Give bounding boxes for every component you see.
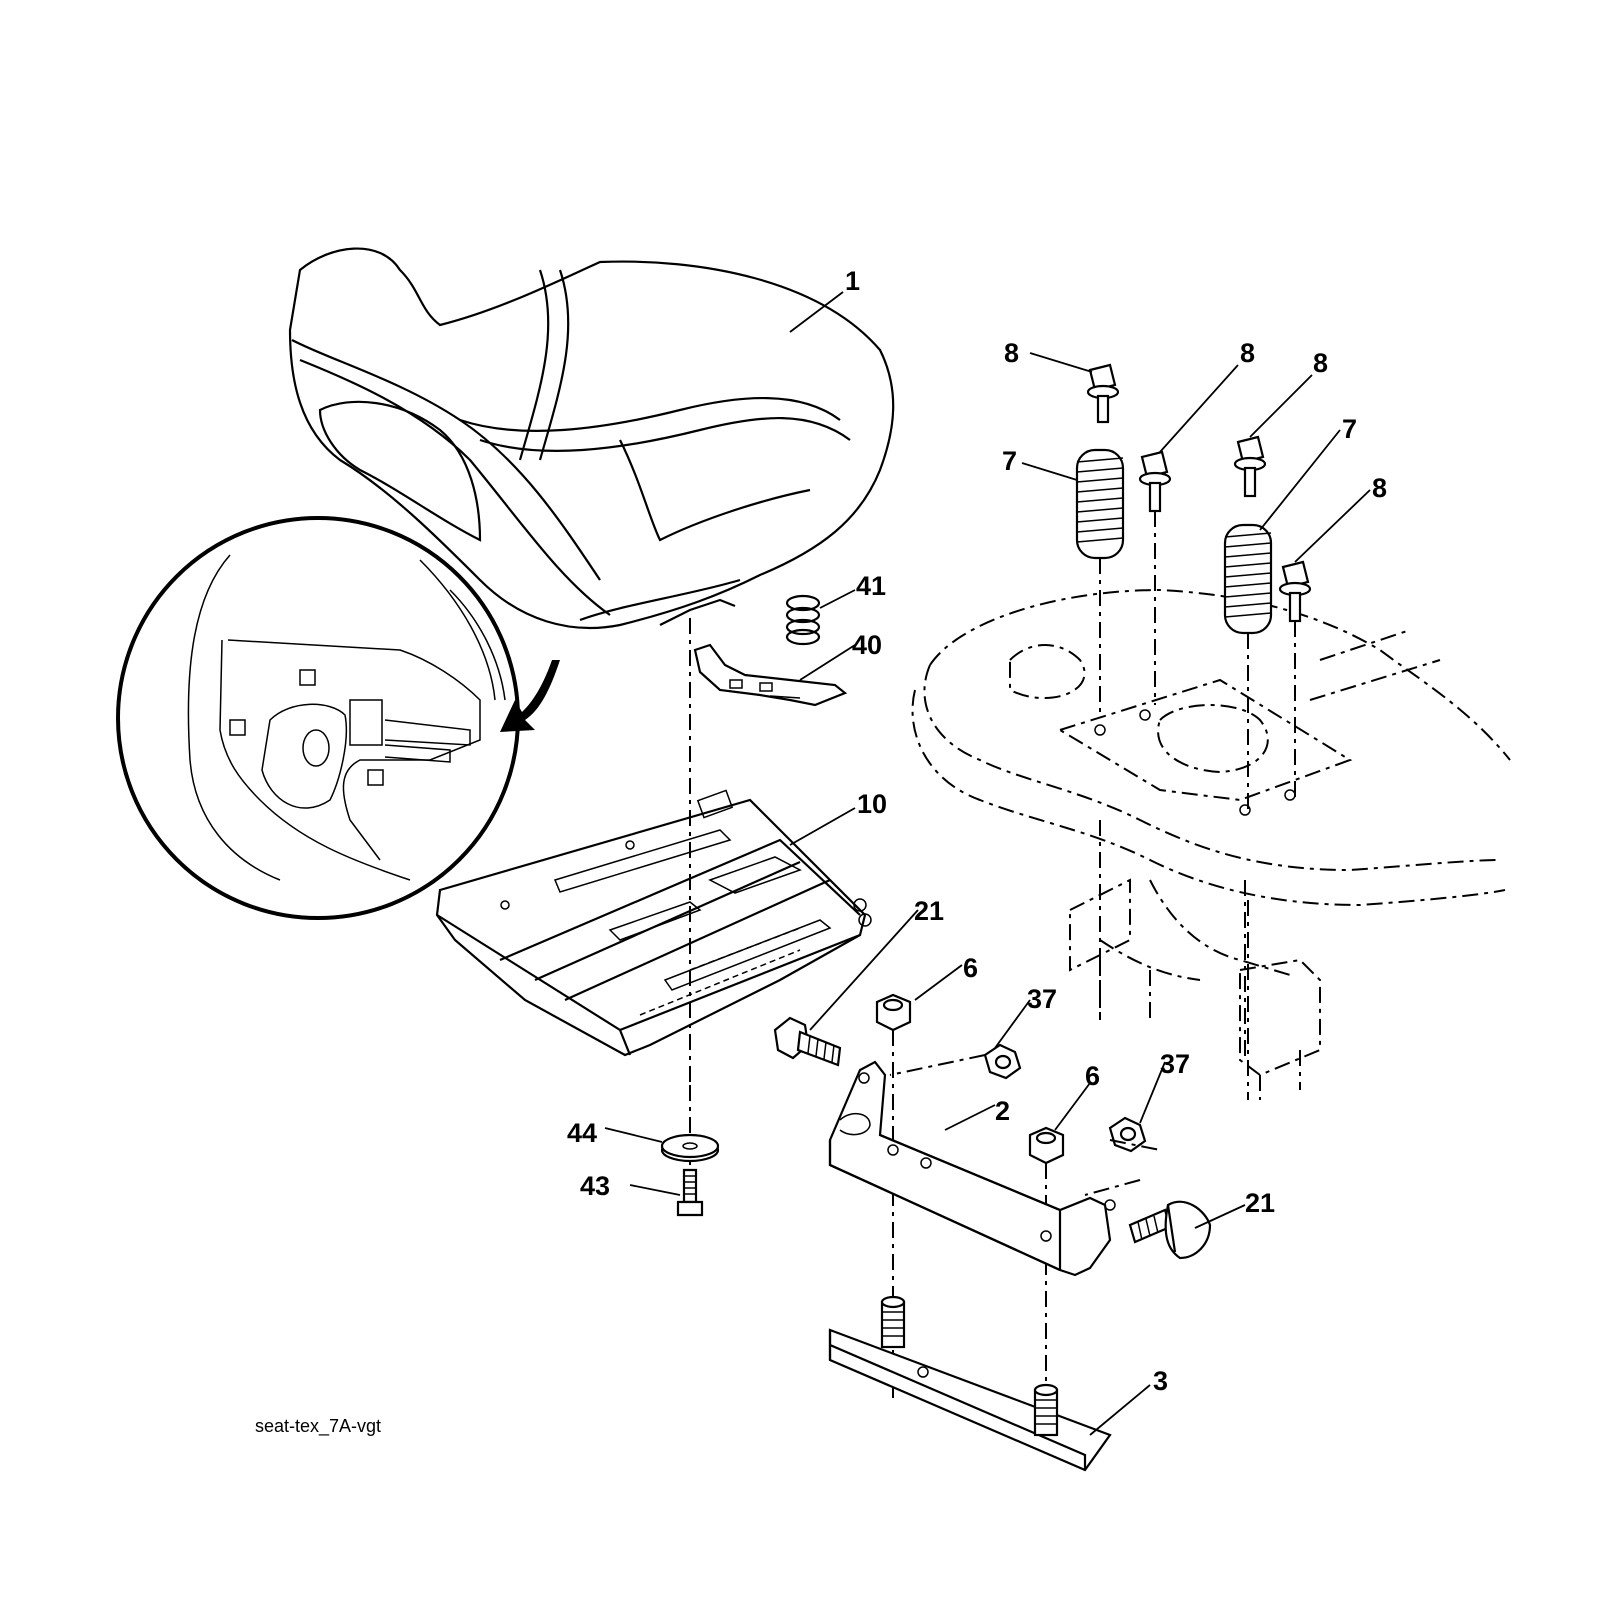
- callout-7: 7: [1342, 414, 1357, 444]
- nut-6-lower: [1028, 1126, 1065, 1165]
- callout-1: 1: [845, 266, 860, 296]
- bracket-2: [828, 1060, 1116, 1277]
- callout-8: 8: [1372, 473, 1387, 503]
- callout-41: 41: [856, 571, 886, 601]
- callout-43: 43: [580, 1171, 610, 1201]
- callout-8: 8: [1240, 338, 1255, 368]
- axis-line-37-lower: [1109, 1139, 1161, 1151]
- drawing-reference-code: seat-tex_7A-vgt: [255, 1416, 381, 1437]
- inset-detail: [116, 516, 560, 920]
- callout-8: 8: [1004, 338, 1019, 368]
- spring-7-right: [1223, 523, 1273, 635]
- seat-pan-10: [435, 789, 872, 1057]
- spring-41: [785, 594, 821, 646]
- callout-44: 44: [567, 1118, 597, 1148]
- spring-7-left: [1075, 448, 1125, 560]
- callout-10: 10: [857, 789, 887, 819]
- plate-3: [828, 1295, 1112, 1472]
- bolt-8-b: [1138, 450, 1172, 513]
- callout-labels: 1 8 8 8 8 7 7 41 40 10 21 6 37 6 37 2 44…: [567, 266, 1387, 1396]
- callout-40: 40: [852, 630, 882, 660]
- leader-lines: [604, 291, 1371, 1436]
- bolt-43: [676, 1168, 704, 1217]
- callout-21: 21: [1245, 1188, 1275, 1218]
- stud-right: [1033, 1383, 1059, 1437]
- axis-line-37-upper: [889, 1054, 986, 1076]
- nut-6-upper: [875, 993, 912, 1032]
- bolt-8-c: [1233, 435, 1267, 498]
- bolt-21-left: [773, 1016, 842, 1067]
- bracket-40: [693, 643, 848, 707]
- axis-line-21-right: [1084, 1179, 1141, 1196]
- callout-6: 6: [963, 953, 978, 983]
- callout-37: 37: [1160, 1049, 1190, 1079]
- nut-37-upper: [983, 1043, 1022, 1080]
- callout-7: 7: [1002, 446, 1017, 476]
- bolt-8-a: [1086, 363, 1120, 424]
- callout-21: 21: [914, 896, 944, 926]
- washer-44: [660, 1133, 720, 1163]
- callout-37: 37: [1027, 984, 1057, 1014]
- tractor-frame-phantom: [911, 588, 1511, 1100]
- adjustment-slots: [639, 927, 801, 1016]
- nut-37-lower: [1108, 1116, 1147, 1153]
- callout-3: 3: [1153, 1366, 1168, 1396]
- bolt-21-right: [1128, 1200, 1212, 1260]
- seat-part: [288, 247, 895, 630]
- stud-left: [880, 1295, 906, 1349]
- bolt-8-d: [1278, 560, 1312, 623]
- callout-6: 6: [1085, 1061, 1100, 1091]
- callout-2: 2: [995, 1096, 1010, 1126]
- callout-8: 8: [1313, 348, 1328, 378]
